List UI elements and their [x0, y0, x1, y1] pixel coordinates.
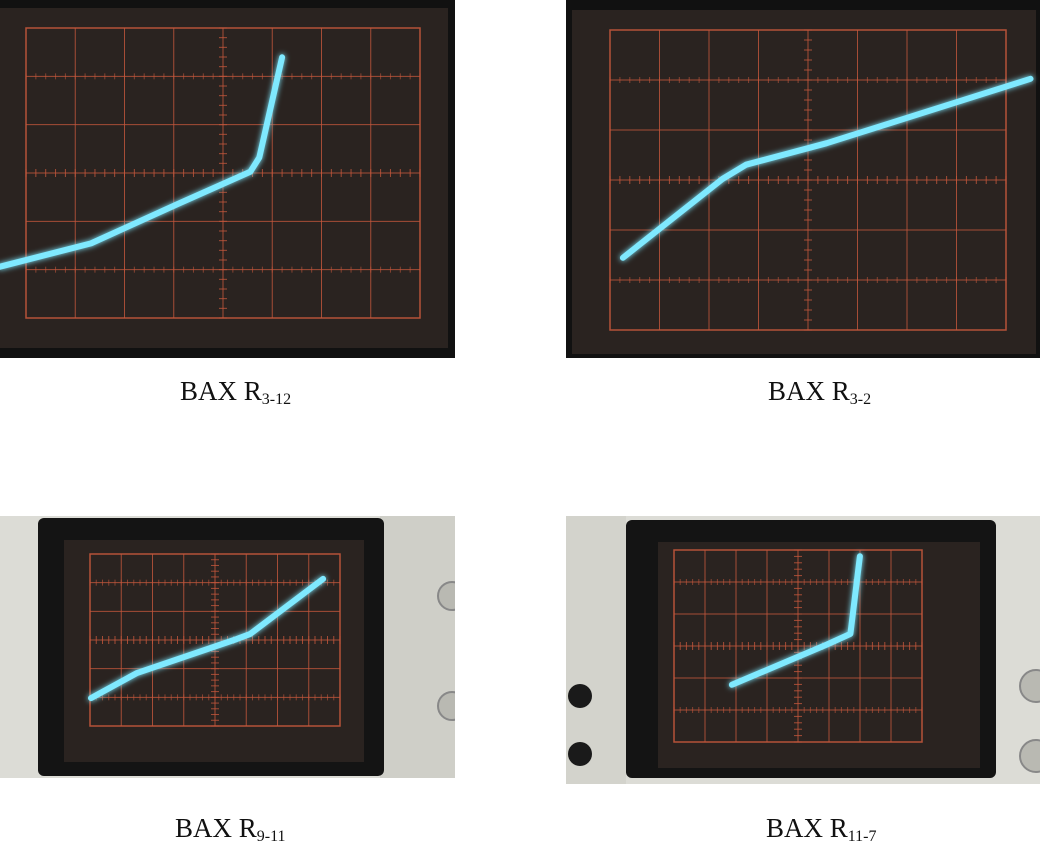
- graticule: [673, 549, 923, 743]
- caption-r3-12: BAX R3-12: [180, 376, 292, 408]
- graticule: [609, 29, 1007, 331]
- caption-r11-7: BAX R11-7: [766, 813, 877, 845]
- oscilloscope-photo-r11-7: [566, 516, 1040, 784]
- oscilloscope-photo-r3-12: [0, 0, 455, 358]
- trace-curve: [619, 75, 1034, 261]
- caption-r9-11: BAX R9-11: [175, 813, 286, 845]
- trace-curve: [728, 553, 863, 688]
- oscilloscope-photo-r3-2: [566, 0, 1040, 358]
- trace-curve: [0, 54, 286, 270]
- oscilloscope-screen: [566, 0, 1040, 358]
- oscilloscope-screen: [0, 0, 455, 358]
- caption-r3-2: BAX R3-2: [768, 376, 872, 408]
- graticule: [25, 27, 421, 319]
- graticule: [89, 553, 341, 727]
- oscilloscope-screen: [566, 516, 1040, 784]
- trace-curve: [88, 575, 327, 702]
- oscilloscope-photo-r9-11: [0, 516, 455, 778]
- oscilloscope-screen: [0, 516, 455, 778]
